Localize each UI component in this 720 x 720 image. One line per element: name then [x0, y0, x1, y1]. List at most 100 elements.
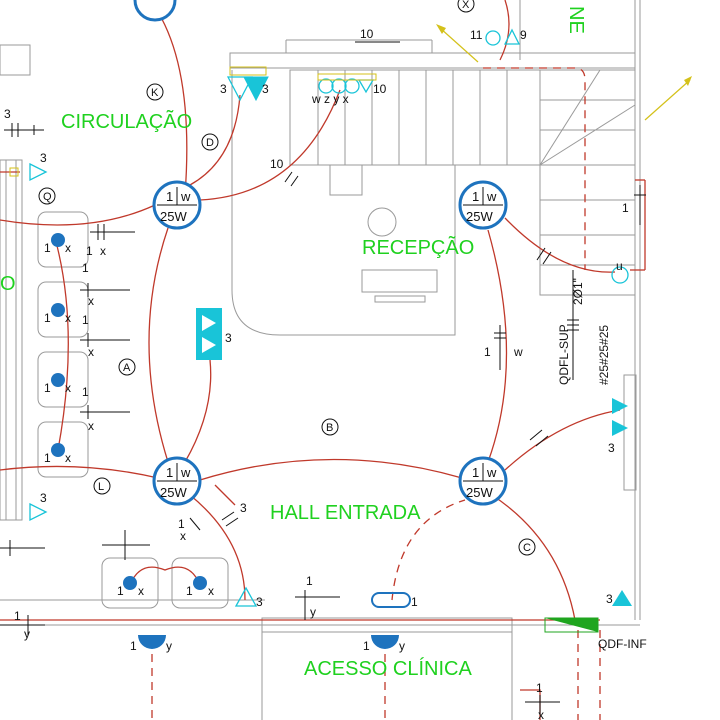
lamp-number: 1	[472, 189, 479, 204]
wire-a	[148, 227, 169, 463]
circuit-l-tag: L	[98, 481, 104, 493]
wall-speaker-icon	[196, 308, 222, 360]
speaker-icon	[243, 76, 269, 102]
svg-text:y: y	[310, 605, 316, 619]
svg-text:1: 1	[44, 311, 51, 325]
circuit-a-tag: A	[123, 362, 131, 374]
svg-text:y: y	[24, 627, 30, 641]
wire-device	[184, 359, 212, 463]
room-edge-top: NE	[565, 6, 587, 34]
svg-text:1: 1	[130, 639, 137, 653]
lamp-number: 1	[472, 465, 479, 480]
svg-text:3: 3	[40, 491, 47, 505]
circuit-d-tag: D	[206, 137, 214, 149]
lamp-3: 1 w 25W	[152, 456, 202, 506]
circuit-q-tag: Q	[43, 191, 52, 203]
detector-icon	[51, 233, 65, 247]
detector-icon	[51, 303, 65, 317]
circuit-k-tag: K	[151, 87, 159, 99]
wall-lamp-icon	[138, 635, 166, 649]
wire-hall	[189, 494, 246, 601]
room-hall-entrada: HALL ENTRADA	[270, 502, 421, 524]
wiring-circuits	[0, 0, 646, 720]
lamp-4: 1 w 25W	[458, 456, 508, 506]
svg-text:x: x	[138, 584, 144, 598]
svg-text:1: 1	[622, 201, 629, 215]
wire-c	[491, 494, 576, 621]
svg-text:#25#25#25: #25#25#25	[597, 325, 611, 385]
svg-text:x: x	[180, 529, 186, 543]
wire-right	[504, 409, 621, 471]
svg-text:3: 3	[608, 441, 615, 455]
detectors: 1 x 1 x 1 x 1 x 1 x 1 x	[44, 233, 214, 598]
svg-text:3: 3	[256, 595, 263, 609]
switch-icon	[611, 266, 629, 284]
circuit-tags: K D Q A B L C X	[38, 0, 536, 556]
wire-d	[189, 94, 241, 186]
speaker-icon	[612, 420, 628, 436]
speaker-icon	[357, 79, 375, 94]
svg-text:3: 3	[4, 107, 11, 121]
svg-text:10: 10	[270, 157, 284, 171]
speaker-icon	[226, 76, 254, 102]
svg-text:3: 3	[262, 82, 269, 96]
qdf-inf-panel: QDF-INF	[544, 617, 647, 651]
wall-lamp-icon	[371, 635, 399, 649]
svg-text:u: u	[616, 259, 623, 273]
wire-recep	[487, 229, 508, 463]
room-circulacao: CIRCULAÇÃO	[61, 109, 192, 133]
svg-text:1: 1	[306, 574, 313, 588]
svg-text:10: 10	[360, 27, 374, 41]
svg-text:9: 9	[520, 28, 527, 42]
wire-10	[199, 89, 341, 201]
svg-text:x: x	[88, 419, 94, 433]
svg-text:x: x	[538, 708, 544, 720]
speaker-icon	[612, 398, 628, 414]
outlet-icon	[344, 78, 360, 94]
svg-text:3: 3	[225, 331, 232, 345]
speaker-icon	[234, 586, 258, 607]
lamp-circuit: w	[486, 465, 497, 480]
lamp-power: 25W	[466, 209, 493, 224]
svg-text:1: 1	[82, 261, 89, 275]
outlet-icon	[318, 78, 334, 94]
svg-text:3: 3	[40, 151, 47, 165]
svg-text:3: 3	[606, 592, 613, 606]
svg-text:1: 1	[44, 451, 51, 465]
svg-text:3: 3	[220, 82, 227, 96]
svg-text:1: 1	[86, 244, 93, 258]
lamp-2: 1 w 25W	[458, 180, 508, 230]
lamp-circuit: w	[180, 465, 191, 480]
svg-text:1: 1	[178, 517, 185, 531]
wire-q	[0, 204, 156, 226]
lamp-power: 25W	[160, 209, 187, 224]
wire-u	[504, 217, 616, 273]
speaker-icon	[612, 590, 632, 606]
svg-text:QDFL-SUP: QDFL-SUP	[557, 324, 571, 385]
speaker-icon	[29, 162, 48, 182]
svg-text:x: x	[65, 311, 71, 325]
wire-b	[199, 458, 463, 481]
devices: 3 3 w z y x 10 11 9 3 3 3 3 3 3	[9, 28, 632, 653]
lamp-top-partial	[133, 0, 177, 22]
lamp-number: 1	[166, 189, 173, 204]
lamp-power: 25W	[160, 485, 187, 500]
fluorescent-icon	[371, 592, 411, 608]
panel-label: QDF-INF	[598, 637, 647, 651]
speaker-icon	[503, 28, 521, 45]
circuit-c-tag: C	[523, 542, 531, 554]
room-recepcao: RECEPÇÃO	[362, 235, 474, 259]
svg-text:x: x	[208, 584, 214, 598]
detector-icon	[51, 443, 65, 457]
room-acesso-clinica: ACESSO CLÍNICA	[304, 657, 472, 680]
room-edge-left: O	[0, 273, 16, 295]
svg-text:11: 11	[470, 28, 483, 42]
wire-detectors	[54, 237, 69, 451]
wire-dashed-top	[483, 67, 586, 270]
svg-text:y: y	[399, 639, 405, 653]
lamp-circuit: w	[180, 189, 191, 204]
svg-text:x: x	[65, 451, 71, 465]
circuit-x-tag: X	[462, 0, 470, 11]
svg-text:1: 1	[186, 584, 193, 598]
